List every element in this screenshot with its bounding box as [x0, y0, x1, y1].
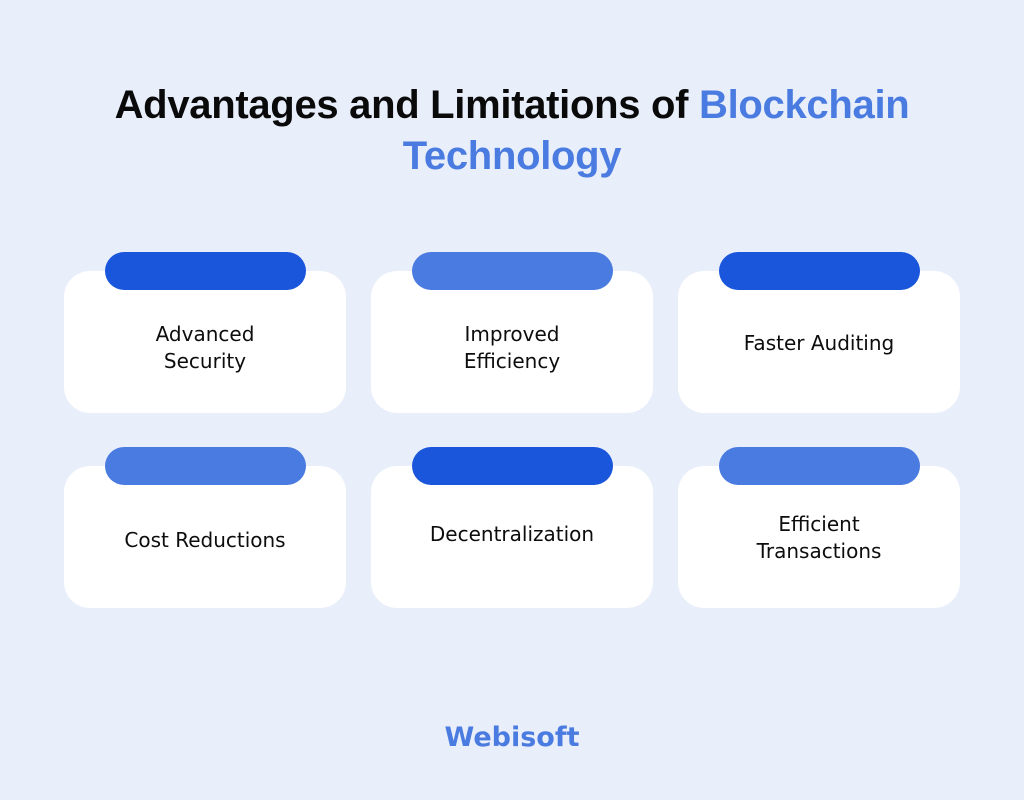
- brand-logo-text: Webisoft: [444, 722, 580, 753]
- card-label: Advanced Security: [155, 321, 255, 373]
- card-tab-pill: [719, 252, 920, 290]
- card-tab-pill: [105, 252, 306, 290]
- card-label: Decentralization: [429, 522, 595, 546]
- card-cost-reductions: Cost Reductions: [64, 447, 346, 608]
- card-improved-efficiency: Improved Efficiency: [371, 252, 653, 413]
- card-tab-pill: [412, 447, 613, 485]
- card-label: Efficient Transactions: [756, 511, 882, 563]
- card-tab-pill: [105, 447, 306, 485]
- title-part-accent-line2: Technology: [402, 134, 622, 178]
- card-tab-pill: [719, 447, 920, 485]
- card-label: Faster Auditing: [743, 331, 895, 355]
- title-part-accent: Blockchain: [699, 83, 910, 127]
- card-advanced-security: Advanced Security: [64, 252, 346, 413]
- title-part-main: Advantages and Limitations of: [114, 83, 699, 127]
- card-tab-pill: [412, 252, 613, 290]
- page-title: Advantages and Limitations of Blockchain…: [0, 80, 1024, 182]
- card-label: Cost Reductions: [124, 528, 286, 552]
- card-efficient-transactions: Efficient Transactions: [678, 447, 960, 608]
- card-faster-auditing: Faster Auditing: [678, 252, 960, 413]
- card-decentralization: Decentralization: [371, 447, 653, 608]
- card-label: Improved Efficiency: [463, 321, 561, 373]
